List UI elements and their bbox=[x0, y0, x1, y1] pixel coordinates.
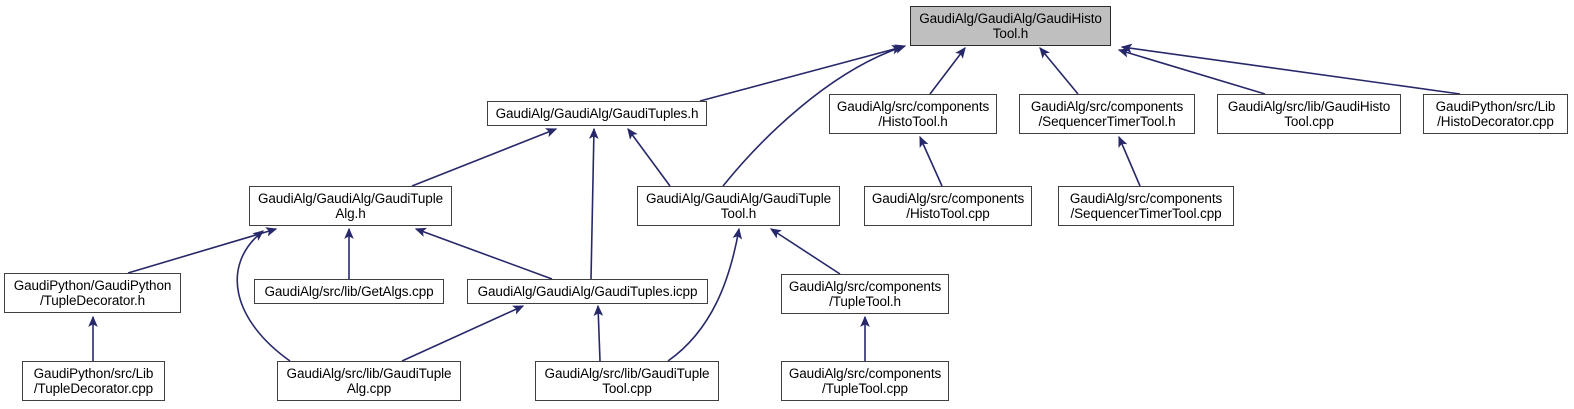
graph-node-label: GaudiAlg/src/components /SequencerTimerT… bbox=[1069, 191, 1223, 221]
graph-edge bbox=[127, 227, 278, 274]
graph-node-label: GaudiAlg/src/components /HistoTool.cpp bbox=[871, 191, 1025, 221]
graph-node-label: GaudiAlg/src/components /SequencerTimerT… bbox=[1030, 99, 1184, 129]
graph-node-tupletoolh[interactable]: GaudiAlg/src/components /TupleTool.h bbox=[781, 274, 949, 314]
graph-edge bbox=[699, 44, 904, 102]
graph-edge bbox=[589, 127, 599, 280]
graph-node-seqtimertoolcpp[interactable]: GaudiAlg/src/components /SequencerTimerT… bbox=[1058, 186, 1234, 226]
graph-edge bbox=[1117, 48, 1266, 95]
graph-node-tupletoolcpp[interactable]: GaudiAlg/src/components /TupleTool.cpp bbox=[781, 361, 949, 401]
graph-edge bbox=[411, 128, 558, 187]
graph-edge bbox=[414, 227, 553, 280]
graph-node-tupledecoratorh[interactable]: GaudiPython/GaudiPython /TupleDecorator.… bbox=[4, 273, 181, 313]
graph-edge bbox=[919, 135, 943, 187]
graph-node-gauditupletoolcpp[interactable]: GaudiAlg/src/lib/GaudiTuple Tool.cpp bbox=[535, 361, 719, 401]
graph-node-label: GaudiAlg/src/components /HistoTool.h bbox=[836, 99, 990, 129]
graph-node-gauditupletoolh[interactable]: GaudiAlg/GaudiAlg/GaudiTuple Tool.h bbox=[637, 186, 840, 226]
graph-node-label: GaudiAlg/GaudiAlg/GaudiTuple Alg.h bbox=[257, 191, 444, 221]
graph-node-gaudihistotoolcpp[interactable]: GaudiAlg/src/lib/GaudiHisto Tool.cpp bbox=[1217, 94, 1401, 134]
graph-node-label: GaudiAlg/GaudiAlg/GaudiHisto Tool.h bbox=[919, 11, 1102, 41]
graph-node-root[interactable]: GaudiAlg/GaudiAlg/GaudiHisto Tool.h bbox=[910, 6, 1111, 46]
graph-node-gauditupleagcpp[interactable]: GaudiAlg/src/lib/GaudiTuple Alg.cpp bbox=[277, 361, 461, 401]
graph-edge bbox=[627, 127, 671, 187]
graph-node-histotoolcpp[interactable]: GaudiAlg/src/components /HistoTool.cpp bbox=[864, 186, 1032, 226]
graph-node-gauditupleagh[interactable]: GaudiAlg/GaudiAlg/GaudiTuple Alg.h bbox=[249, 186, 452, 226]
graph-node-tupledecoratorcpp[interactable]: GaudiPython/src/Lib /TupleDecorator.cpp bbox=[22, 361, 165, 401]
graph-node-seqtimertoolh[interactable]: GaudiAlg/src/components /SequencerTimerT… bbox=[1019, 94, 1195, 134]
graph-edge bbox=[769, 228, 841, 275]
graph-edge bbox=[929, 46, 966, 95]
graph-node-label: GaudiAlg/GaudiAlg/GaudiTuples.h bbox=[495, 106, 699, 121]
graph-node-label: GaudiAlg/src/lib/GaudiHisto Tool.cpp bbox=[1227, 99, 1391, 129]
graph-node-label: GaudiAlg/src/lib/GaudiTuple Alg.cpp bbox=[286, 366, 452, 396]
graph-node-label: GaudiAlg/src/components /TupleTool.h bbox=[788, 279, 942, 309]
graph-edge bbox=[1039, 47, 1079, 95]
graph-node-gauditupleicpp[interactable]: GaudiAlg/GaudiAlg/GaudiTuples.icpp bbox=[467, 279, 708, 304]
graph-node-label: GaudiPython/GaudiPython /TupleDecorator.… bbox=[13, 278, 172, 308]
graph-node-label: GaudiAlg/src/components /TupleTool.cpp bbox=[788, 366, 942, 396]
graph-node-getalgscpp[interactable]: GaudiAlg/src/lib/GetAlgs.cpp bbox=[254, 279, 444, 304]
graph-edge bbox=[401, 305, 525, 362]
graph-node-label: GaudiPython/src/Lib /TupleDecorator.cpp bbox=[33, 366, 154, 396]
graph-node-label: GaudiAlg/GaudiAlg/GaudiTuple Tool.h bbox=[645, 191, 832, 221]
graph-node-label: GaudiAlg/src/lib/GaudiTuple Tool.cpp bbox=[544, 366, 710, 396]
graph-node-histotoolh[interactable]: GaudiAlg/src/components /HistoTool.h bbox=[829, 94, 997, 134]
graph-edge bbox=[593, 304, 604, 362]
graph-edge bbox=[1118, 135, 1141, 187]
graph-node-label: GaudiAlg/src/lib/GetAlgs.cpp bbox=[264, 284, 434, 299]
graph-node-gauditupleh[interactable]: GaudiAlg/GaudiAlg/GaudiTuples.h bbox=[487, 101, 707, 126]
graph-node-histodecoratorcpp[interactable]: GaudiPython/src/Lib /HistoDecorator.cpp bbox=[1423, 94, 1568, 134]
graph-node-label: GaudiAlg/GaudiAlg/GaudiTuples.icpp bbox=[477, 284, 698, 299]
graph-edge bbox=[1120, 43, 1461, 95]
graph-node-label: GaudiPython/src/Lib /HistoDecorator.cpp bbox=[1435, 99, 1556, 129]
